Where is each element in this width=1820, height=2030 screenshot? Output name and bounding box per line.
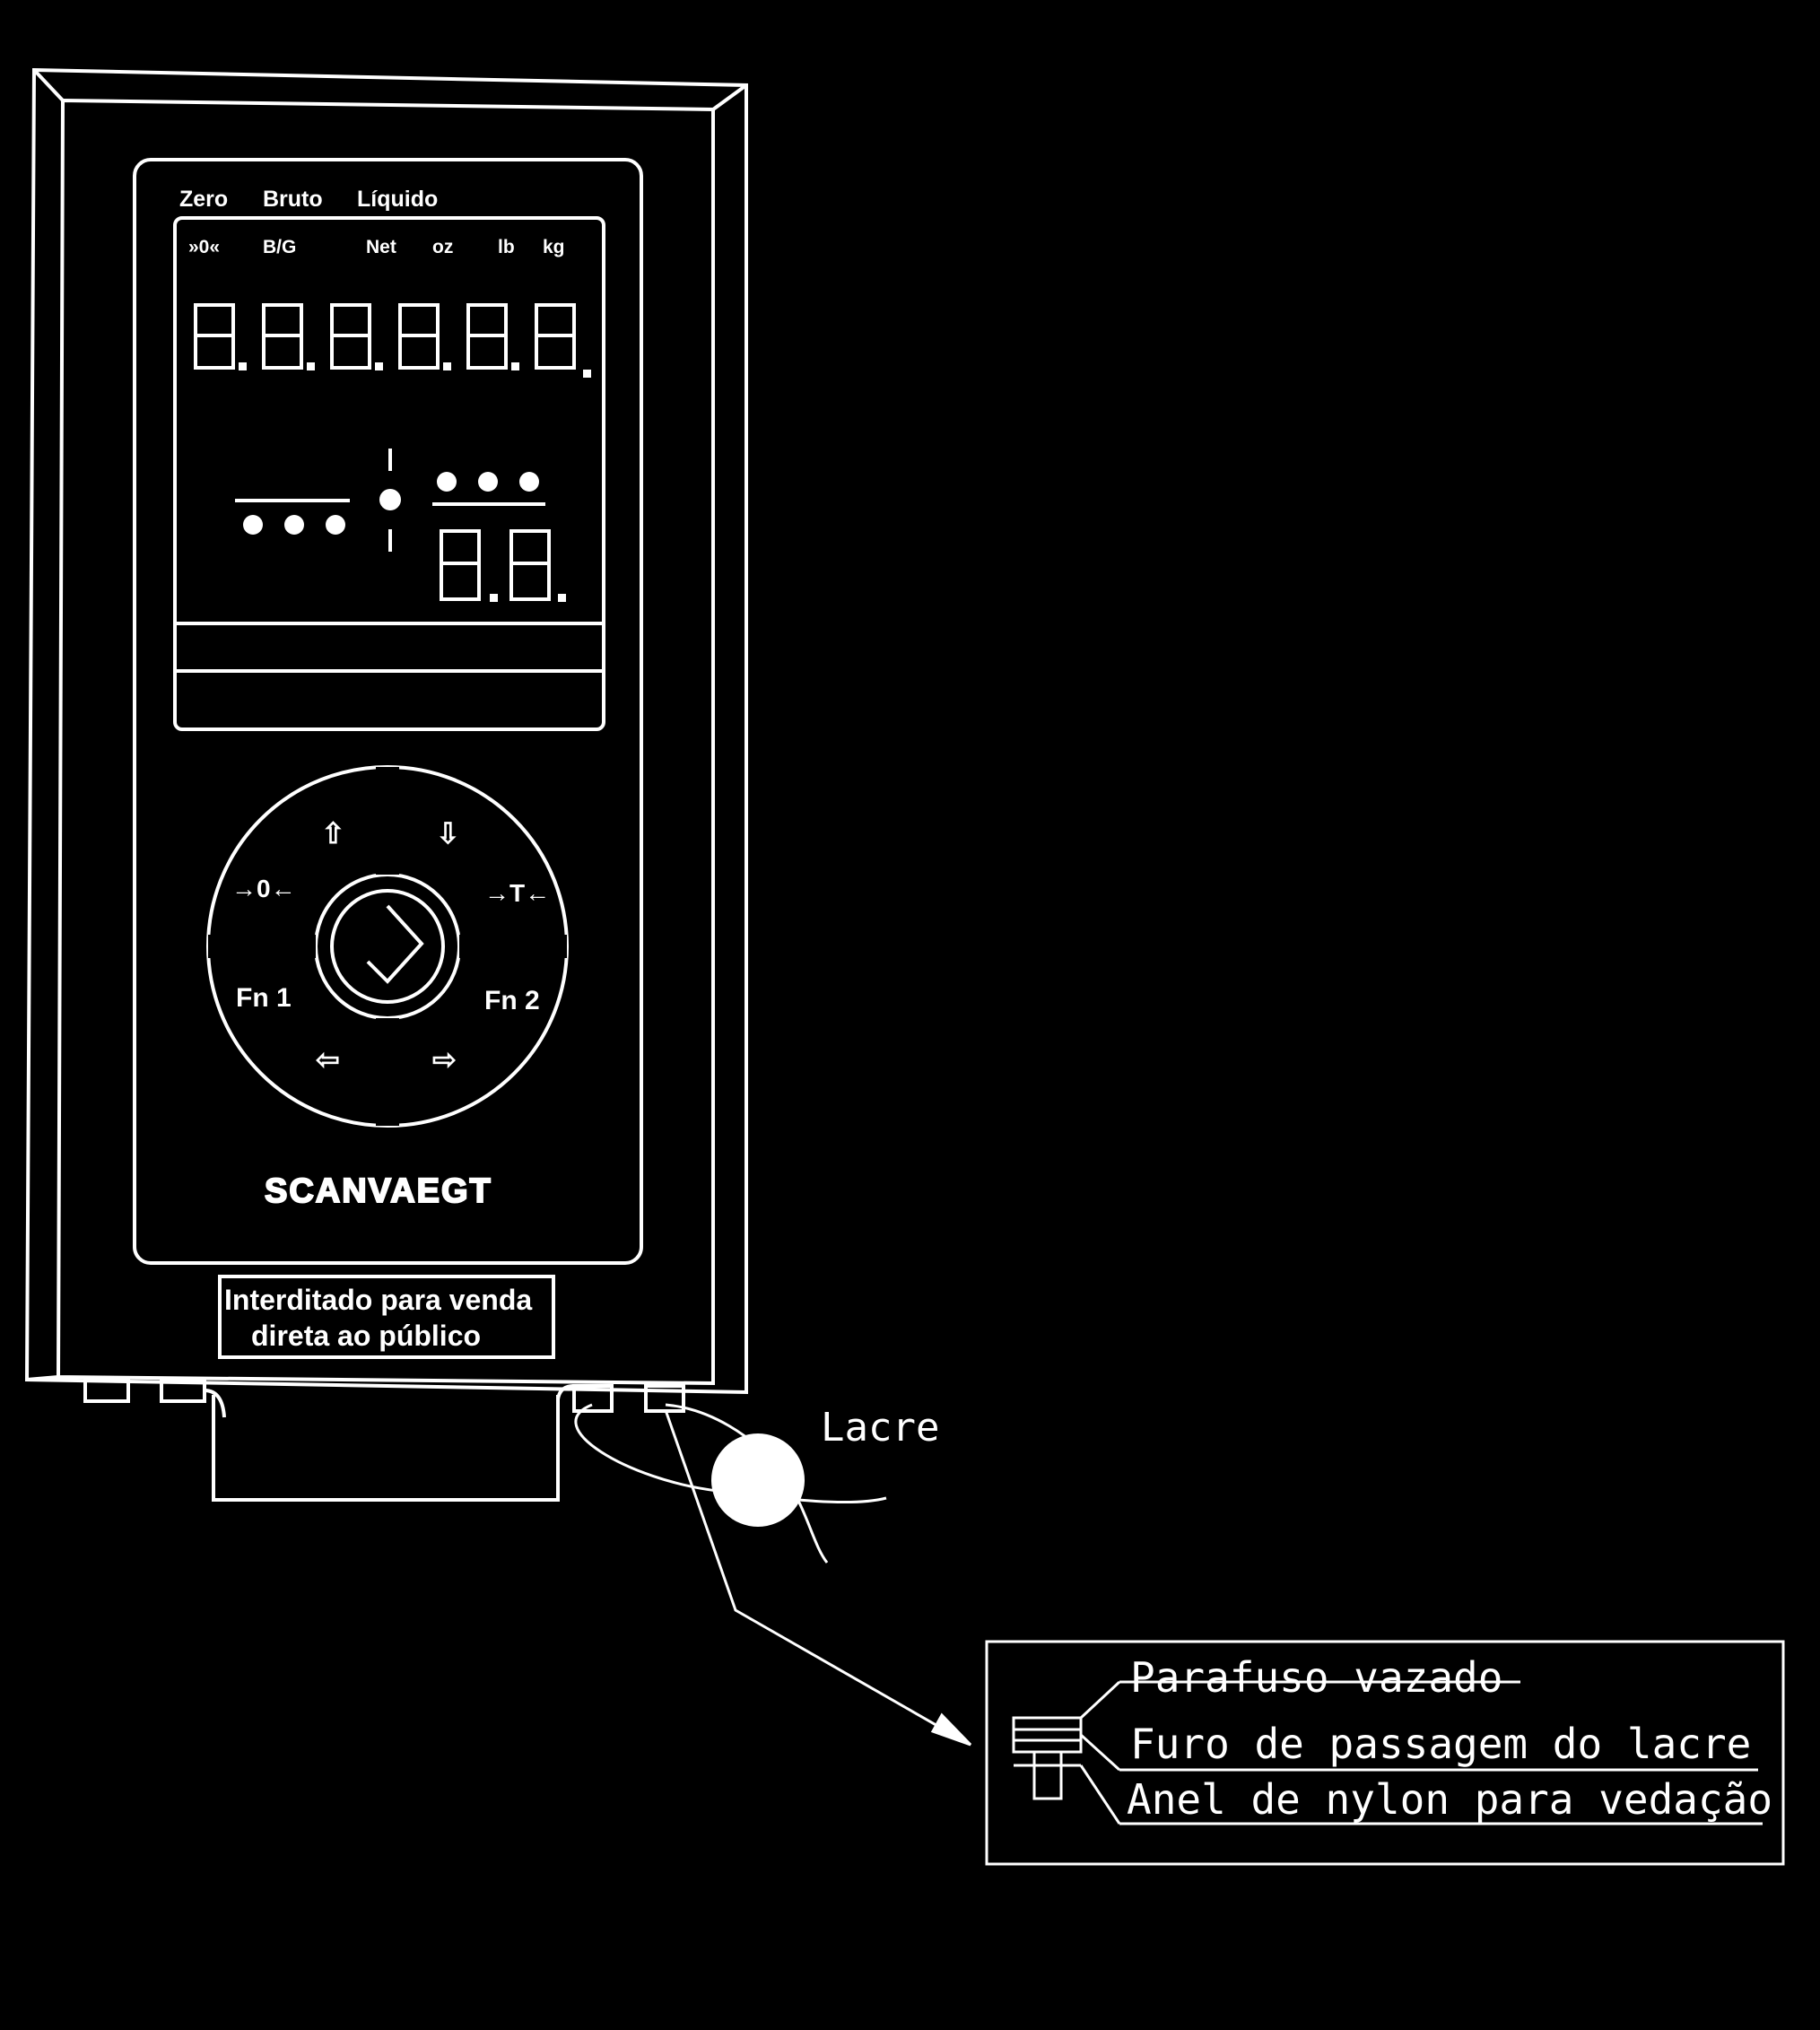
- detail-line-2: Furo de passagem do lacre: [1130, 1720, 1751, 1768]
- right-arrow-icon[interactable]: ⇨: [432, 1043, 457, 1076]
- seal-screw-left: [572, 1384, 614, 1413]
- secondary-display: [235, 449, 551, 601]
- label-net: Líquido: [357, 187, 438, 212]
- enter-key[interactable]: [330, 889, 445, 1004]
- digit-5: [466, 303, 508, 370]
- up-arrow-icon[interactable]: ⇧: [321, 817, 345, 849]
- label-gross: Bruto: [263, 187, 323, 212]
- digit-4: [398, 303, 440, 370]
- housing-frame: [24, 67, 748, 1395]
- tare-key[interactable]: →T←: [484, 879, 550, 907]
- seal-ball: [711, 1433, 805, 1527]
- notice-line-2: direta ao público: [251, 1320, 481, 1352]
- seal-label: Lacre: [821, 1405, 939, 1451]
- digit-3: [330, 303, 371, 370]
- main-weight-display: [194, 303, 576, 370]
- bottom-connectors: [83, 1378, 685, 1502]
- keypad: [206, 765, 569, 1128]
- notice-line-1: Interditado para venda: [224, 1284, 532, 1316]
- zero-key[interactable]: →0←: [231, 875, 296, 902]
- small-digit-1: [440, 529, 481, 601]
- detail-box: [985, 1640, 1785, 1866]
- label-oz: oz: [432, 237, 453, 257]
- small-digit-2: [509, 529, 551, 601]
- display-dots: [239, 362, 591, 602]
- left-arrow-icon[interactable]: ⇦: [316, 1043, 340, 1076]
- enter-key-icon[interactable]: →|◇: [370, 939, 411, 962]
- front-panel: [133, 158, 643, 1265]
- label-kg: kg: [543, 237, 565, 257]
- label-net-short: Net: [366, 237, 396, 257]
- label-zero: Zero: [179, 187, 228, 212]
- digit-1: [194, 303, 235, 370]
- fn1-key[interactable]: Fn 1: [236, 983, 292, 1013]
- digit-6: [535, 303, 576, 370]
- brand-logo: SCANVAEGT: [265, 1172, 492, 1210]
- label-zero-symbol: »0«: [188, 237, 220, 257]
- screw-detail: [1012, 1680, 1763, 1825]
- display-window: [173, 216, 605, 731]
- fn2-key[interactable]: Fn 2: [484, 986, 540, 1015]
- notice-plate: [218, 1275, 555, 1359]
- label-bg: B/G: [263, 237, 296, 257]
- detail-line-3: Anel de nylon para vedação: [1127, 1775, 1772, 1824]
- label-lb: lb: [498, 237, 515, 257]
- detail-leader: [664, 1409, 972, 1747]
- detail-line-1: Parafuso vazado: [1130, 1653, 1502, 1702]
- down-arrow-icon[interactable]: ⇩: [436, 817, 460, 849]
- digit-2: [262, 303, 303, 370]
